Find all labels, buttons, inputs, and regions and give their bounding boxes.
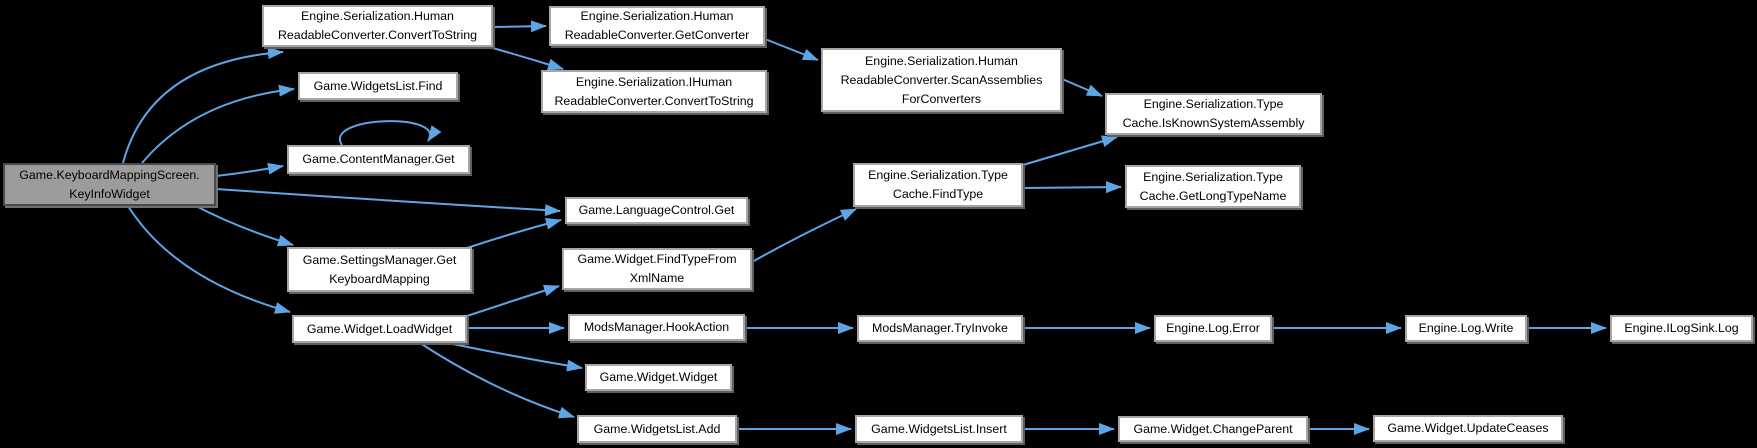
edge-find-type-to-get-long [1022, 181, 1122, 194]
edge-get-converter-to-scan-assemblies [764, 38, 819, 61]
node-scan-assemblies[interactable]: Engine.Serialization.Human ReadableConve… [821, 48, 1062, 112]
edge-keyinfo-to-load-widget [127, 205, 291, 314]
node-keyinfo: Game.KeyboardMappingScreen. KeyInfoWidge… [3, 163, 216, 206]
node-widgets-find[interactable]: Game.WidgetsList.Find [298, 72, 458, 100]
edge-keyinfo-to-widgets-find [141, 84, 295, 164]
edge-load-widget-to-find-type-xml [466, 284, 560, 317]
node-widgets-add[interactable]: Game.WidgetsList.Add [577, 415, 737, 443]
edge-load-widget-to-widget-ctor [447, 342, 583, 372]
edge-keyinfo-to-lang-get [215, 188, 561, 217]
edge-content-get-to-content-get [338, 120, 442, 146]
node-load-widget[interactable]: Game.Widget.LoadWidget [292, 315, 467, 343]
edge-settings-get-to-lang-get [466, 217, 562, 249]
node-lang-get[interactable]: Game.LanguageControl.Get [565, 197, 748, 224]
node-try-invoke[interactable]: ModsManager.TryInvoke [857, 315, 1023, 342]
edge-convert-to-string-to-get-converter [492, 20, 547, 33]
edge-find-type-to-is-known [1022, 135, 1118, 166]
node-get-long[interactable]: Engine.Serialization.Type Cache.GetLongT… [1125, 165, 1301, 208]
node-get-converter[interactable]: Engine.Serialization.Human ReadableConve… [549, 6, 765, 46]
node-ilogsink-log[interactable]: Engine.ILogSink.Log [1610, 315, 1753, 342]
node-find-type[interactable]: Engine.Serialization.Type Cache.FindType [853, 163, 1023, 207]
edge-convert-to-string-to-ihuman-convert [488, 46, 564, 71]
node-update-ceases[interactable]: Game.Widget.UpdateCeases [1373, 415, 1563, 442]
node-find-type-xml[interactable]: Game.Widget.FindTypeFrom XmlName [562, 248, 752, 290]
edge-keyinfo-to-settings-get [195, 205, 294, 247]
edge-load-widget-to-widgets-add [419, 342, 575, 419]
edge-scan-assemblies-to-is-known [1061, 78, 1103, 97]
node-widgets-insert[interactable]: Game.WidgetsList.Insert [855, 415, 1023, 443]
node-log-write[interactable]: Engine.Log.Write [1405, 315, 1527, 342]
node-ihuman-convert[interactable]: Engine.Serialization.IHuman ReadableConv… [541, 70, 767, 113]
node-change-parent[interactable]: Game.Widget.ChangeParent [1118, 416, 1308, 442]
edge-find-type-xml-to-find-type [751, 208, 857, 263]
node-log-error[interactable]: Engine.Log.Error [1154, 315, 1272, 342]
edge-keyinfo-to-content-get [215, 162, 284, 177]
node-is-known[interactable]: Engine.Serialization.Type Cache.IsKnownS… [1105, 93, 1322, 135]
node-content-get[interactable]: Game.ContentManager.Get [287, 145, 470, 174]
node-settings-get[interactable]: Game.SettingsManager.Get KeyboardMapping [287, 247, 472, 292]
edge-keyinfo-to-convert-to-string [122, 47, 284, 164]
node-convert-to-string[interactable]: Engine.Serialization.Human ReadableConve… [262, 5, 493, 47]
node-widget-ctor[interactable]: Game.Widget.Widget [585, 364, 732, 391]
node-hook-action[interactable]: ModsManager.HookAction [568, 314, 745, 341]
